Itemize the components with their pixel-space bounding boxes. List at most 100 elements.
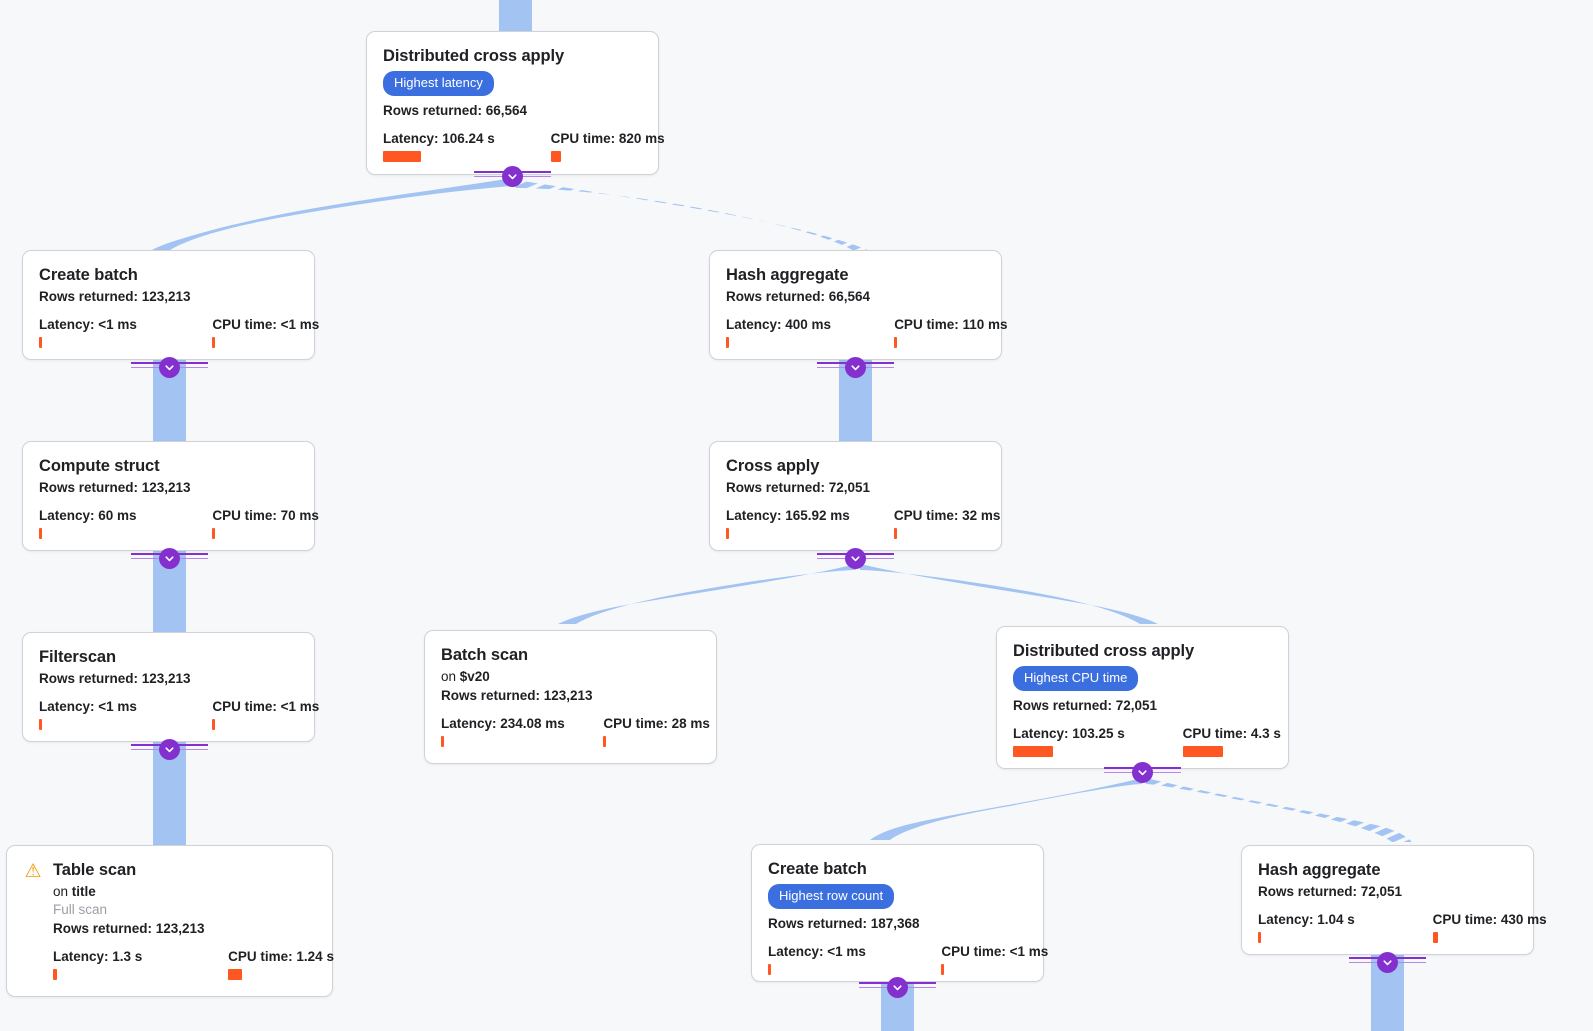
latency-label: Latency: 165.92 ms (726, 508, 850, 523)
cpu-bar (941, 964, 945, 975)
cpu-label: CPU time: 820 ms (550, 131, 665, 146)
on-prefix: on (53, 884, 72, 899)
cpu-label: CPU time: 110 ms (894, 317, 1008, 332)
cpu-bar (212, 528, 216, 539)
metrics-row: Latency: 60 ms CPU time: 70 ms (39, 508, 319, 539)
latency-metric: Latency: 60 ms (39, 508, 137, 539)
latency-metric: Latency: 400 ms (726, 317, 832, 348)
cpu-metric: CPU time: 32 ms (893, 508, 1000, 539)
node-title: Compute struct (39, 457, 160, 475)
latency-bar (726, 337, 729, 348)
toggle-root-distributed-cross-apply[interactable] (501, 165, 523, 187)
latency-bar (726, 528, 729, 539)
warning-triangle-icon: ⚠ (24, 861, 42, 882)
toggle-hash-aggregate-upper[interactable] (844, 356, 866, 378)
chevron-down-icon (1382, 959, 1392, 965)
toggle-rail-left (859, 982, 889, 993)
latency-bar (383, 151, 421, 162)
toggle-rail-left (474, 171, 504, 182)
toggle-rail-left (1104, 767, 1134, 778)
latency-label: Latency: <1 ms (39, 699, 137, 714)
rows-returned: Rows returned: 72,051 (726, 480, 871, 495)
latency-label: Latency: 234.08 ms (441, 716, 565, 731)
node-title: Create batch (768, 860, 867, 878)
metrics-row: Latency: 1.3 s CPU time: 1.24 s (53, 949, 334, 980)
cpu-metric: CPU time: 28 ms (603, 716, 710, 747)
rows-returned: Rows returned: 66,564 (383, 103, 528, 118)
metrics-row: Latency: <1 ms CPU time: <1 ms (39, 699, 319, 730)
toggle-rail-right (178, 362, 208, 373)
latency-label: Latency: 60 ms (39, 508, 137, 523)
cpu-metric: CPU time: 70 ms (212, 508, 319, 539)
latency-bar (39, 337, 42, 348)
toggle-distributed-cross-apply-lower[interactable] (1131, 761, 1153, 783)
latency-metric: Latency: <1 ms (39, 317, 137, 348)
cpu-bar (212, 719, 216, 730)
cpu-metric: CPU time: 4.3 s (1182, 726, 1281, 757)
cpu-metric: CPU time: <1 ms (212, 699, 319, 730)
latency-label: Latency: 1.3 s (53, 949, 143, 964)
node-title: Table scan (53, 861, 137, 879)
toggle-rail-right (864, 362, 894, 373)
cpu-label: CPU time: 1.24 s (228, 949, 334, 964)
cpu-bar (1182, 746, 1223, 757)
rows-returned: Rows returned: 123,213 (39, 480, 191, 495)
toggle-create-batch-left[interactable] (158, 356, 180, 378)
toggle-filterscan[interactable] (158, 738, 180, 760)
rows-returned: Rows returned: 66,564 (726, 289, 871, 304)
metrics-row: Latency: 400 ms CPU time: 110 ms (726, 317, 1008, 348)
toggle-hash-aggregate-bottom[interactable] (1376, 951, 1398, 973)
metrics-row: Latency: 103.25 s CPU time: 4.3 s (1013, 726, 1281, 757)
latency-label: Latency: 1.04 s (1258, 912, 1355, 927)
node-title: Distributed cross apply (1013, 642, 1195, 660)
cpu-metric: CPU time: <1 ms (941, 944, 1048, 975)
target-name: $v20 (459, 669, 490, 684)
cpu-bar (228, 969, 243, 980)
toggle-cross-apply[interactable] (844, 547, 866, 569)
toggle-compute-struct[interactable] (158, 547, 180, 569)
cpu-metric: CPU time: 1.24 s (228, 949, 334, 980)
metrics-row: Latency: 106.24 s CPU time: 820 ms (383, 131, 665, 162)
metrics-row: Latency: 234.08 ms CPU time: 28 ms (441, 716, 710, 747)
cpu-label: CPU time: 28 ms (603, 716, 710, 731)
cpu-label: CPU time: 4.3 s (1182, 726, 1281, 741)
latency-metric: Latency: 103.25 s (1013, 726, 1125, 757)
node-title: Create batch (39, 266, 138, 284)
toggle-create-batch-bottom[interactable] (886, 976, 908, 998)
chevron-down-icon (1137, 769, 1147, 775)
latency-metric: Latency: 106.24 s (383, 131, 495, 162)
chevron-down-icon (850, 364, 860, 370)
metrics-row: Latency: 1.04 s CPU time: 430 ms (1258, 912, 1547, 943)
node-target-label: on $v20 (441, 668, 700, 686)
cpu-metric: CPU time: 430 ms (1432, 912, 1547, 943)
rows-returned: Rows returned: 187,368 (768, 916, 920, 931)
cpu-bar (603, 736, 607, 747)
latency-label: Latency: 400 ms (726, 317, 832, 332)
cpu-label: CPU time: <1 ms (212, 317, 320, 332)
latency-bar (1013, 746, 1053, 757)
